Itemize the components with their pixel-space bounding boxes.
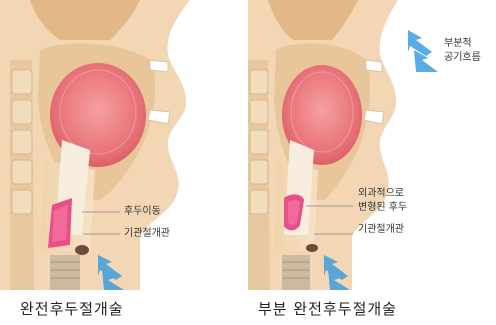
label-larynx-moved: 후두이동 xyxy=(124,206,161,218)
head-neck-cross-section xyxy=(0,0,248,290)
teeth xyxy=(150,60,168,72)
stoma xyxy=(306,244,318,252)
label-tracheostomy-tube: 기관절개관 xyxy=(358,224,404,236)
label-deformed-larynx-line2: 변형된 후두 xyxy=(358,202,407,214)
trachea xyxy=(282,255,310,290)
label-tracheostomy-tube: 기관절개관 xyxy=(124,228,170,240)
partial-airflow-arrow-icon xyxy=(408,30,438,72)
partial-laryngectomy-illustration: 부분적 공기흐름 외과적으로 변형된 후두 기관절개관 xyxy=(248,0,496,290)
label-partial-airflow-line1: 부분적 xyxy=(444,38,472,50)
total-laryngectomy-illustration: 후두이동 기관절개관 xyxy=(0,0,248,290)
caption-total-laryngectomy: 완전후두절개술 xyxy=(20,298,124,319)
label-partial-airflow-line2: 공기흐름 xyxy=(444,52,481,64)
stoma xyxy=(75,245,89,255)
caption-partial-laryngectomy: 부분 완전후두절개술 xyxy=(258,298,397,319)
label-deformed-larynx-line1: 외과적으로 xyxy=(358,188,404,200)
trachea xyxy=(50,255,80,290)
teeth xyxy=(366,60,382,72)
